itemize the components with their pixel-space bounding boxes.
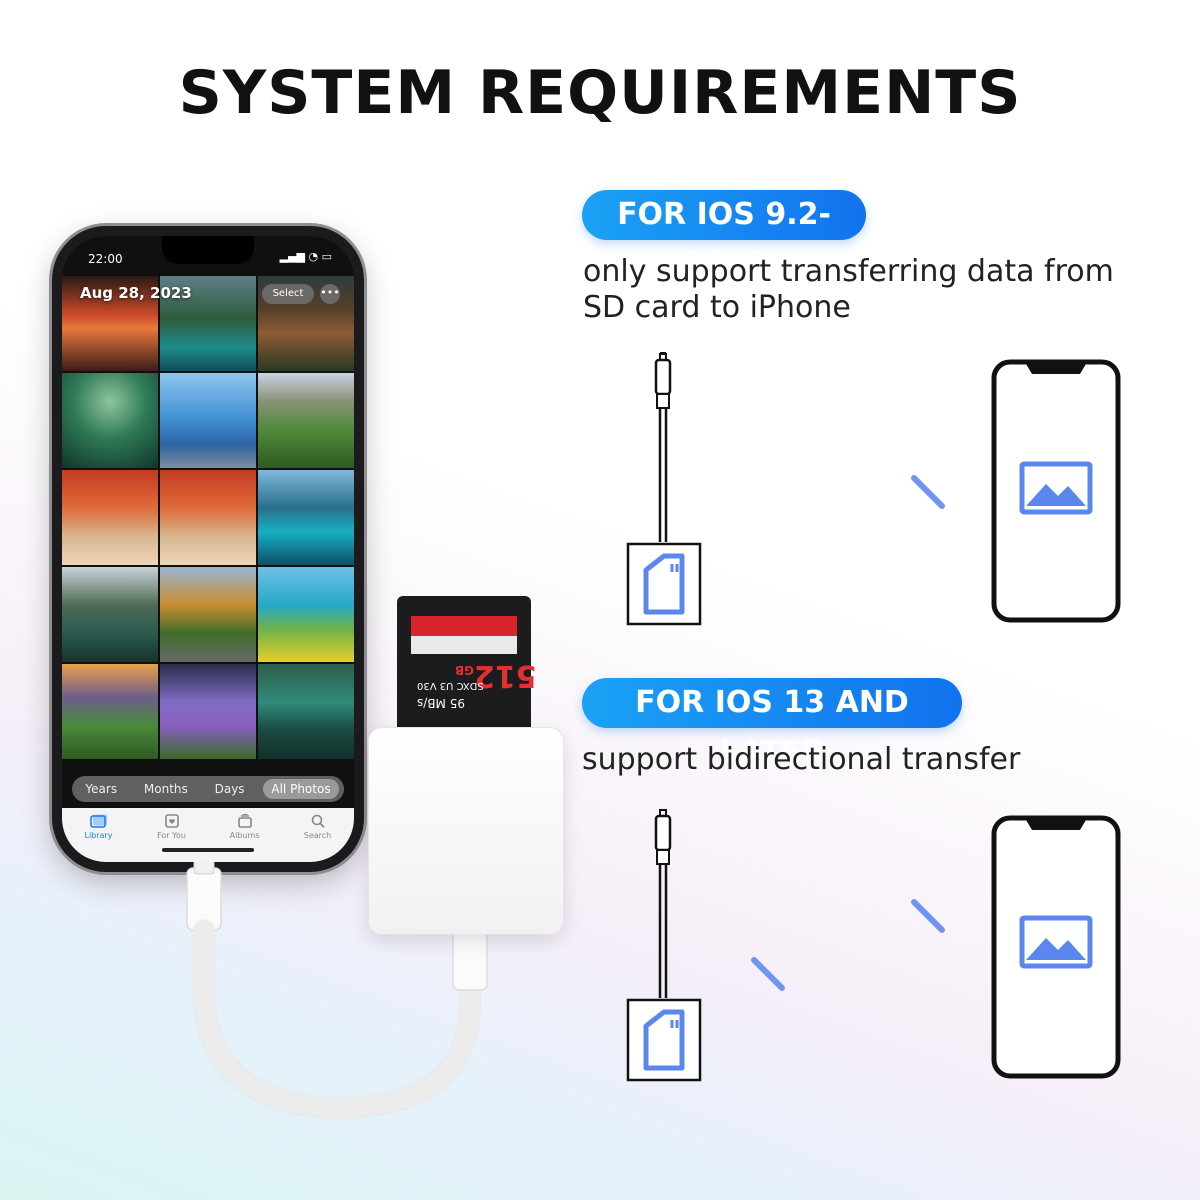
select-button[interactable]: Select [262, 284, 314, 304]
photo-thumbnail[interactable] [258, 373, 354, 468]
view-tab-all-photos[interactable]: All Photos [263, 779, 339, 799]
photos-date-header: Aug 28, 2023 [80, 284, 192, 302]
sd-capacity-unit: GB [455, 663, 474, 677]
tab-for-you[interactable]: For You [142, 814, 202, 840]
two-way-arrow-icon [747, 899, 947, 991]
photos-tab-bar: Library For You Albums Search [62, 808, 354, 862]
ios-13-later-badge: FOR IOS 13 AND LATER [582, 678, 962, 770]
section1-description-line2: SD card to iPhone [583, 290, 851, 325]
sd-card-marks: SDXC U3 V30 [417, 680, 484, 691]
photo-thumbnail[interactable] [62, 373, 158, 468]
more-button[interactable]: ••• [320, 284, 340, 304]
sd-card: 512GB 95 MB/s SDXC U3 V30 [397, 596, 537, 730]
section1-description-line1: only support transferring data from [583, 254, 1114, 289]
photo-thumbnail[interactable] [160, 567, 256, 662]
photo-thumbnail[interactable] [160, 664, 256, 759]
photo-library-icon [89, 814, 107, 828]
view-tab-months[interactable]: Months [143, 782, 188, 796]
photo-grid [62, 276, 354, 759]
tab-albums-label: Albums [229, 831, 260, 840]
photo-thumbnail[interactable] [62, 470, 158, 565]
photo-thumbnail[interactable] [62, 276, 158, 371]
adapter-cable [186, 860, 488, 1120]
iphone-device: 22:00 ▂▄▆ ◔ ▭ Aug 28, 2023 Select ••• Ye… [52, 226, 364, 872]
tab-search-label: Search [303, 831, 332, 840]
albums-icon [237, 814, 252, 828]
phone-outline-icon [991, 359, 1121, 623]
photo-thumbnail[interactable] [258, 664, 354, 759]
sd-reader-icon-2 [626, 809, 702, 1082]
section2-description: support bidirectional transfer [582, 742, 1021, 777]
sd-reader-icon [626, 352, 702, 626]
sd-card-red-stripe [411, 616, 517, 636]
photo-thumbnail[interactable] [160, 470, 256, 565]
phone-outline-icon-2 [991, 815, 1121, 1079]
sd-card-reader [368, 727, 564, 935]
tab-for-you-label: For You [157, 831, 186, 840]
photo-thumbnail[interactable] [160, 276, 256, 371]
status-icons: ▂▄▆ ◔ ▭ [279, 250, 332, 263]
photos-view-switcher: Years Months Days All Photos [72, 776, 344, 802]
page-title: SYSTEM REQUIREMENTS [178, 58, 1022, 128]
tab-search[interactable]: Search [288, 814, 348, 840]
tab-library[interactable]: Library [69, 814, 129, 840]
tab-library-label: Library [84, 831, 113, 840]
sd-card-white-stripe [411, 636, 517, 654]
phone-notch [162, 236, 254, 264]
ios-9-12-badge: FOR IOS 9.2-12.4 [582, 190, 866, 282]
phone-screen: 22:00 ▂▄▆ ◔ ▭ Aug 28, 2023 Select ••• Ye… [62, 236, 354, 862]
photo-thumbnail[interactable] [258, 567, 354, 662]
view-tab-days[interactable]: Days [214, 782, 245, 796]
view-tab-years[interactable]: Years [85, 782, 118, 796]
for-you-icon [164, 814, 179, 828]
sd-card-speed: 95 MB/s [417, 696, 465, 710]
tab-albums[interactable]: Albums [215, 814, 275, 840]
one-way-arrow-icon [747, 475, 945, 509]
photo-thumbnail[interactable] [258, 470, 354, 565]
search-icon [311, 814, 324, 828]
status-time: 22:00 [88, 252, 123, 266]
home-indicator [162, 848, 254, 852]
photo-thumbnail[interactable] [62, 567, 158, 662]
photo-thumbnail[interactable] [160, 373, 256, 468]
photo-thumbnail[interactable] [62, 664, 158, 759]
